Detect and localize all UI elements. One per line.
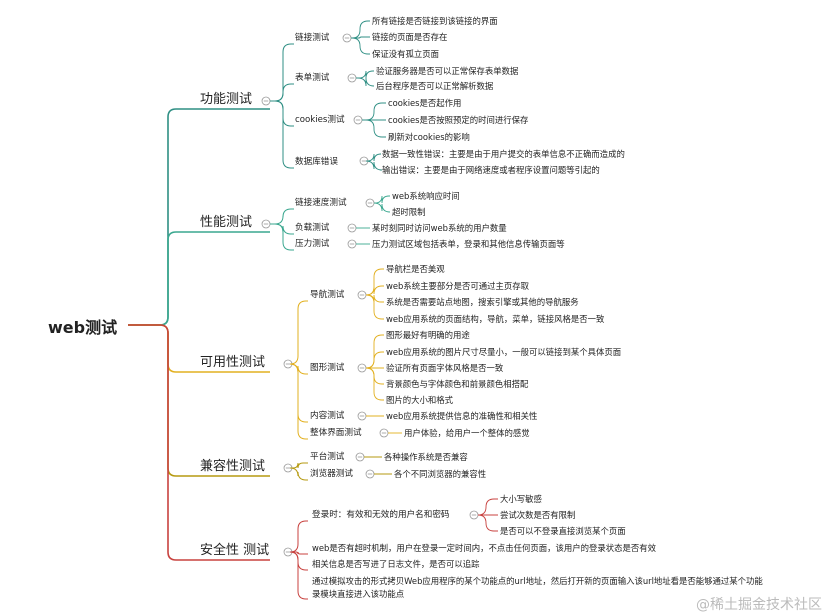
connector-line: [289, 363, 308, 375]
category-usability: 可用性测试: [200, 355, 266, 370]
subtopic-timeout: web是否有超时机制，用户在登录一定时间内，不点击任何页面，该用户的登录状态是否…: [312, 543, 656, 553]
connector-line: [365, 367, 384, 385]
connector-line: [289, 363, 308, 423]
subtopic-cookies-test: cookies测试: [295, 115, 345, 125]
leaf: cookies是否按照预定的时间进行保存: [388, 115, 529, 125]
subtopic-load-test: 负载测试: [295, 223, 330, 233]
connector-line: [270, 43, 294, 102]
leaf: cookies是否起作用: [388, 98, 462, 108]
connector-line: [289, 363, 308, 440]
leaf: web应用系统的图片尺寸尽量小，一般可以链接到某个具体页面: [386, 347, 622, 357]
subtopic-logs: 相关信息是否写进了日志文件，是否可以追踪: [312, 559, 480, 569]
subtopic-stress-test: 压力测试: [295, 239, 330, 249]
leaf: 输出错误：主要是由于网络速度或者程序设置问题等引起的: [382, 165, 600, 175]
connector-line: [374, 195, 390, 204]
connector-line: [128, 231, 270, 326]
root-topic: web测试: [48, 318, 118, 337]
leaf: 某时刻同时访问web系统的用户数量: [372, 223, 507, 233]
connector-line: [289, 467, 308, 481]
subtopic-speed-test: 链接速度测试: [295, 198, 347, 208]
subtopic-content-test: 内容测试: [310, 411, 345, 421]
connector-line: [292, 462, 308, 469]
leaf: 是否可以不登录直接浏览某个页面: [500, 526, 626, 536]
connector-line: [289, 551, 308, 600]
connector-line: [270, 223, 294, 251]
connector-line: [128, 324, 270, 561]
connector-line: [270, 223, 294, 235]
leaf: web系统主要部分是否可通过主页存取: [386, 281, 529, 291]
subtopic-attack-line1: 通过模拟攻击的形式拷贝Web应用程序的某个功能点的url地址，然后打开新的页面输…: [312, 576, 763, 586]
subtopic-overall-ui-test: 整体界面测试: [310, 428, 362, 438]
leaf: 刷新对cookies的影响: [388, 132, 470, 142]
connector-line: [365, 160, 383, 171]
connector-line: [365, 268, 384, 296]
connector-line: [128, 324, 270, 477]
connector-line: [289, 520, 308, 553]
connector-line: [365, 367, 384, 401]
subtopic-attack-line2: 录模块直接进入该功能点: [312, 589, 405, 599]
subtopic-platform-test: 平台测试: [310, 452, 345, 462]
connector-line: [289, 551, 308, 571]
leaf: 系统是否需要站点地图，搜索引擎或其他的导航服务: [386, 297, 579, 307]
subtopic-link-test: 链接测试: [295, 33, 330, 43]
connector-line: [365, 285, 384, 296]
leaf: web系统响应时间: [392, 191, 460, 201]
connector-line: [365, 334, 384, 369]
connector-line: [292, 551, 308, 555]
connector-line: [351, 36, 370, 39]
category-functional: 功能测试: [200, 92, 253, 107]
leaf: 所有链接是否链接到该链接的界面: [372, 16, 498, 26]
leaf: 超时限制: [392, 207, 426, 217]
connector-line: [270, 83, 294, 102]
leaf: 背景颜色与字体颜色和前景颜色相搭配: [386, 379, 529, 389]
leaf: 大小写敏感: [500, 494, 542, 504]
subtopic-graphics-test: 图形测试: [310, 363, 345, 373]
connector-line: [270, 100, 294, 169]
leaf: 验证所有页面字体风格是否一致: [386, 363, 504, 373]
leaf: 图片的大小和格式: [386, 395, 453, 405]
connector-line: [365, 351, 384, 369]
connector-line: [289, 300, 308, 365]
subtopic-db-error: 数据库错误: [295, 157, 338, 167]
connector-line: [362, 119, 386, 138]
leaf: 链接的页面是否存在: [372, 32, 448, 42]
leaf: 尝试次数是否有限制: [500, 510, 576, 520]
connector-line: [270, 208, 294, 225]
connector-line: [356, 77, 375, 87]
leaf: 压力测试区域包括表单，登录和其他信息传输页面等: [372, 239, 565, 249]
category-performance: 性能测试: [200, 215, 253, 230]
watermark: @稀土掘金技术社区: [696, 597, 822, 613]
connector-line: [351, 20, 370, 39]
category-security: 安全性 测试: [200, 543, 270, 558]
subtopic-login: 登录时：有效和无效的用户名和密码: [312, 510, 450, 520]
category-compatibility: 兼容性测试: [200, 459, 266, 474]
leaf: 数据一致性错误：主要是由于用户提交的表单信息不正确而造成的: [382, 149, 625, 159]
leaf: 各种操作系统是否兼容: [384, 452, 468, 462]
leaf: 验证服务器是否可以正常保存表单数据: [376, 66, 519, 76]
leaf: 保证没有孤立页面: [372, 49, 439, 59]
connector-line: [477, 498, 498, 516]
leaf: 导航栏是否美观: [386, 264, 445, 274]
subtopic-form-test: 表单测试: [295, 73, 330, 83]
leaf: web应用系统的页面结构，导航，菜单，链接风格是否一致: [386, 314, 605, 324]
subtopic-browser-test: 浏览器测试: [310, 469, 353, 479]
connector-line: [362, 102, 386, 121]
connector-line: [351, 37, 370, 55]
leaf: 用户体验，给用户一个整体的感觉: [404, 428, 530, 438]
leaf: 图形最好有明确的用途: [386, 330, 470, 340]
connector-line: [366, 153, 382, 162]
connector-line: [373, 202, 391, 213]
connector-line: [356, 70, 374, 79]
leaf: web应用系统提供信息的准确性和相关性: [386, 411, 538, 421]
connector-line: [366, 294, 384, 303]
leaf: 后台程序是否可以正常解析数据: [376, 81, 494, 91]
connector-line: [477, 514, 498, 532]
connector-line: [365, 294, 384, 320]
leaf: 各个不同浏览器的兼容性: [394, 469, 487, 479]
subtopic-nav-test: 导航测试: [310, 290, 345, 300]
